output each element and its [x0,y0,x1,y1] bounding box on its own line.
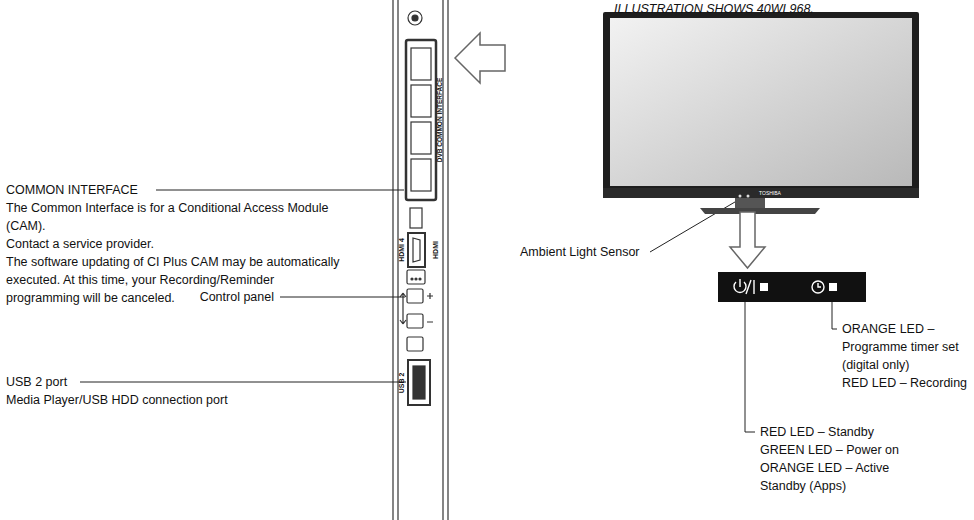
port-marking: DVB COMMON INTERFACE [437,78,444,163]
part-name: Control panel [154,288,274,306]
led-note: RED LED – Recording [842,374,970,392]
port-marking: HDMI [432,241,439,259]
port-marking: HDMI 4 [398,238,405,262]
part-name: COMMON INTERFACE [6,181,346,199]
note-text: The software updating of CI Plus CAM may… [6,253,346,307]
port-marking: USB 2 [398,373,405,394]
led-note: ORANGE LED – Active Standby (Apps) [760,459,935,495]
led-note: ORANGE LED – Programme timer set (digita… [842,320,970,374]
note-text: The Common Interface is for a Conditiona… [6,199,346,235]
led-note: RED LED – Standby [760,423,935,441]
led-note: GREEN LED – Power on [760,441,935,459]
note-text: Media Player/USB HDD connection port [6,391,228,409]
note-text: Contact a service provider. [6,235,346,253]
brand-mark: TOSHIBA [759,191,781,196]
caption-note: ILLUSTRATION SHOWS 40WL968. [614,0,814,18]
part-name: USB 2 port [6,373,67,391]
part-name: Ambient Light Sensor [520,243,640,261]
